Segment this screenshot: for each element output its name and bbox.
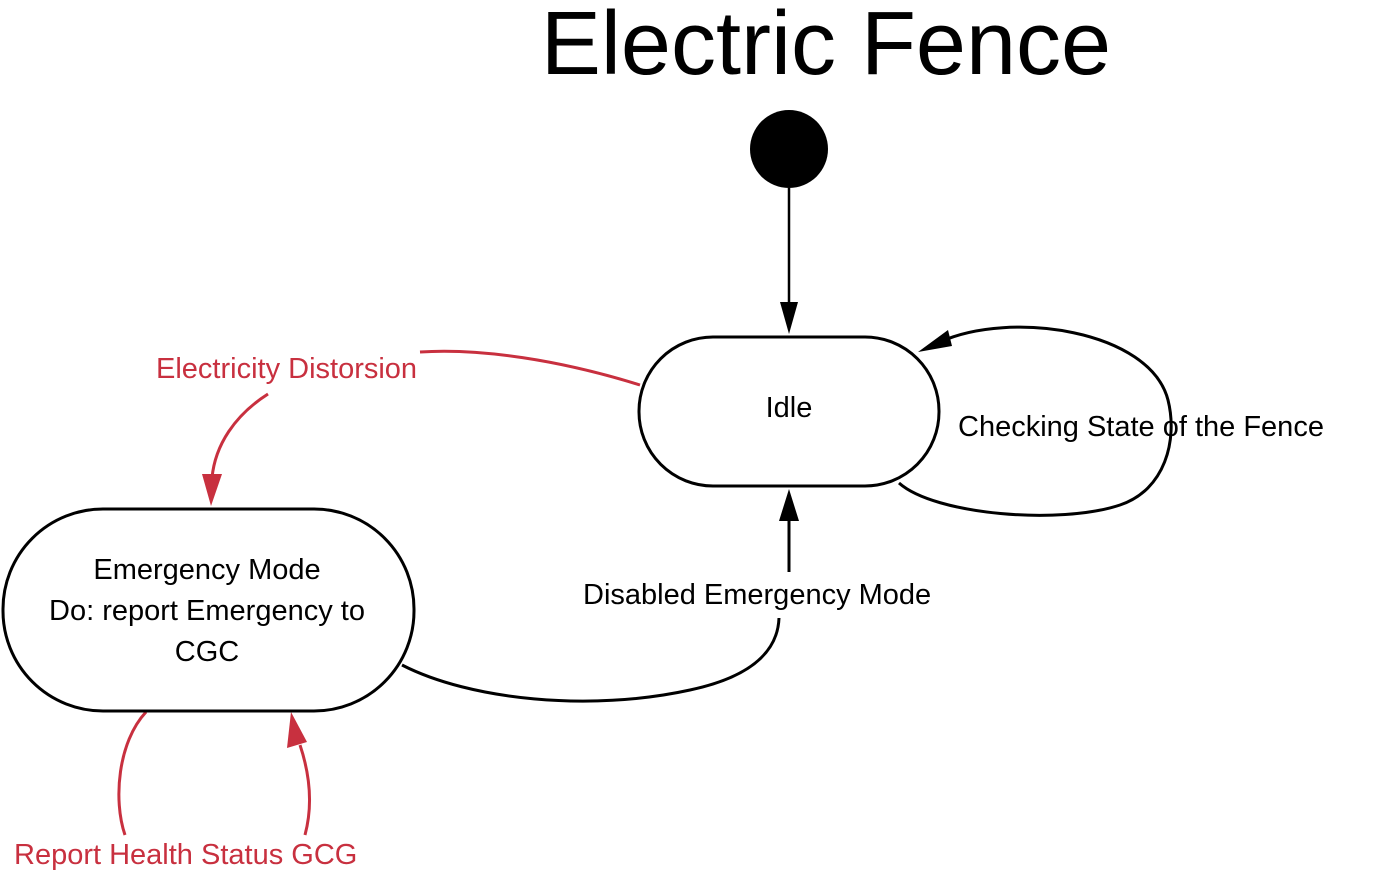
idle-to-emergency-edge [419, 349, 641, 387]
idle-to-emergency-label: Electricity Distorsion [156, 353, 417, 385]
self-loop-emergency-edge [117, 710, 148, 836]
state-idle: Idle [637, 335, 941, 488]
self-loop-idle-label: Checking State of the Fence [958, 411, 1324, 443]
state-emergency-line-1: Emergency Mode [93, 554, 320, 586]
state-idle-label: Idle [766, 392, 813, 424]
self-loop-idle-arrowhead [918, 330, 952, 352]
self-loop-idle-edge [898, 325, 1173, 517]
idle-to-emergency-arrowhead [202, 474, 222, 506]
initial-transition-arrowhead [780, 302, 798, 334]
self-loop-emergency-label: Report Health Status GCG [14, 839, 357, 871]
state-emergency-line-3: CGC [175, 636, 239, 668]
initial-state-node [750, 110, 828, 188]
emergency-to-idle-arrowhead [779, 489, 799, 521]
self-loop-emergency-arrowhead [287, 712, 307, 748]
diagram-title: Electric Fence [541, 0, 1111, 94]
state-emergency-box [1, 507, 416, 713]
state-emergency-line-2: Do: report Emergency to [49, 595, 365, 627]
emergency-to-idle-label: Disabled Emergency Mode [583, 579, 931, 611]
idle-to-emergency-edge-lower [210, 392, 269, 479]
state-emergency: Emergency Mode Do: report Emergency to C… [1, 507, 416, 713]
state-idle-box [637, 335, 941, 488]
emergency-to-idle-edge [401, 617, 781, 703]
self-loop-emergency-edge-return [298, 744, 312, 836]
